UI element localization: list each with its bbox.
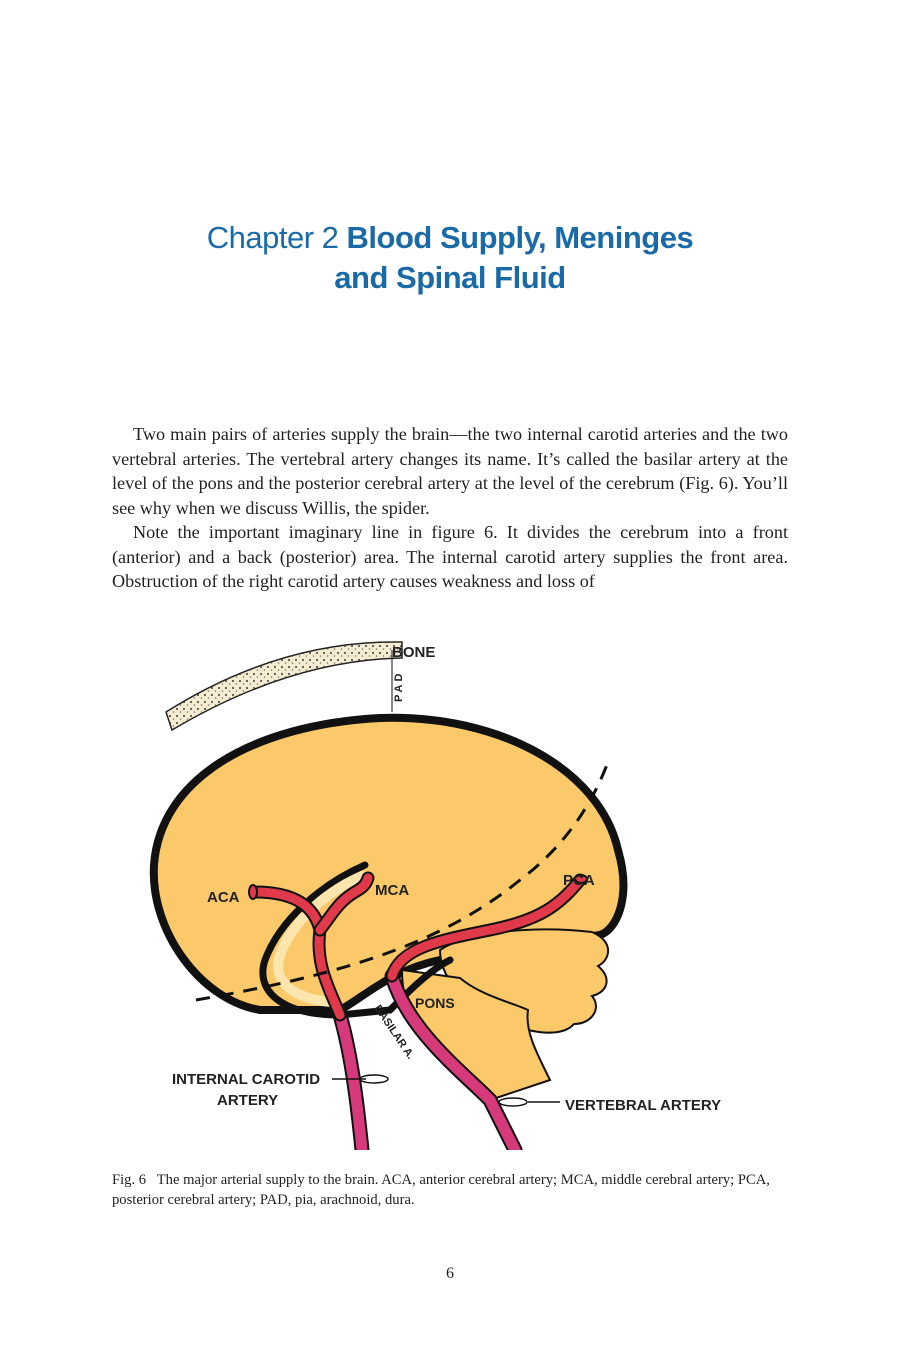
vertebral-callout-ring	[498, 1097, 528, 1107]
label-internal-carotid-1: INTERNAL CAROTID	[172, 1071, 320, 1088]
mca-artery-fill	[315, 873, 373, 935]
caption-text: The major arterial supply to the brain. …	[112, 1172, 770, 1208]
label-pca: PCA	[563, 872, 595, 889]
pca-end	[574, 874, 588, 884]
carotid-trunk-fill	[314, 925, 345, 1020]
label-pad: PAD	[393, 671, 405, 702]
paragraph-1: Two main pairs of arteries supply the br…	[112, 424, 788, 518]
pca-artery-fill	[387, 875, 585, 981]
figure-caption: Fig. 6 The major arterial supply to the …	[112, 1170, 792, 1210]
label-bone: BONE	[392, 644, 435, 661]
figure-6: BONE PAD ACA MCA PCA PONS BASILAR A. INT…	[140, 630, 760, 1150]
chapter-title: Chapter 2 Blood Supply, Meninges and Spi…	[0, 218, 900, 298]
imaginary-dividing-line	[195, 761, 610, 1002]
label-internal-carotid-2: ARTERY	[217, 1092, 278, 1109]
chapter-title-line-1: Chapter 2 Blood Supply, Meninges	[0, 218, 900, 258]
label-pons: PONS	[415, 995, 455, 1011]
label-vertebral-artery: VERTEBRAL ARTERY	[565, 1097, 721, 1114]
vertebral-artery-fill	[386, 970, 521, 1150]
temporal-lobe-outline	[259, 861, 454, 1019]
label-aca: ACA	[207, 889, 240, 906]
brain-arterial-diagram: BONE PAD ACA MCA PCA PONS BASILAR A. INT…	[149, 641, 721, 1150]
aca-end	[248, 884, 258, 900]
caption-label: Fig. 6	[112, 1172, 147, 1188]
chapter-prefix: Chapter 2	[206, 220, 339, 255]
carotid-callout-ring	[359, 1074, 389, 1084]
bone-texture	[166, 641, 402, 730]
internal-carotid-artery-fill	[334, 1009, 368, 1150]
temporal-lobe-highlight	[273, 871, 367, 1007]
chapter-title-text-1: Blood Supply, Meninges	[346, 220, 694, 255]
chapter-title-line-2: and Spinal Fluid	[334, 260, 566, 295]
page-number: 6	[446, 1265, 454, 1282]
paragraph-2: Note the important imaginary line in fig…	[112, 522, 788, 591]
body-text: Two main pairs of arteries supply the br…	[112, 422, 788, 594]
label-mca: MCA	[375, 882, 409, 899]
